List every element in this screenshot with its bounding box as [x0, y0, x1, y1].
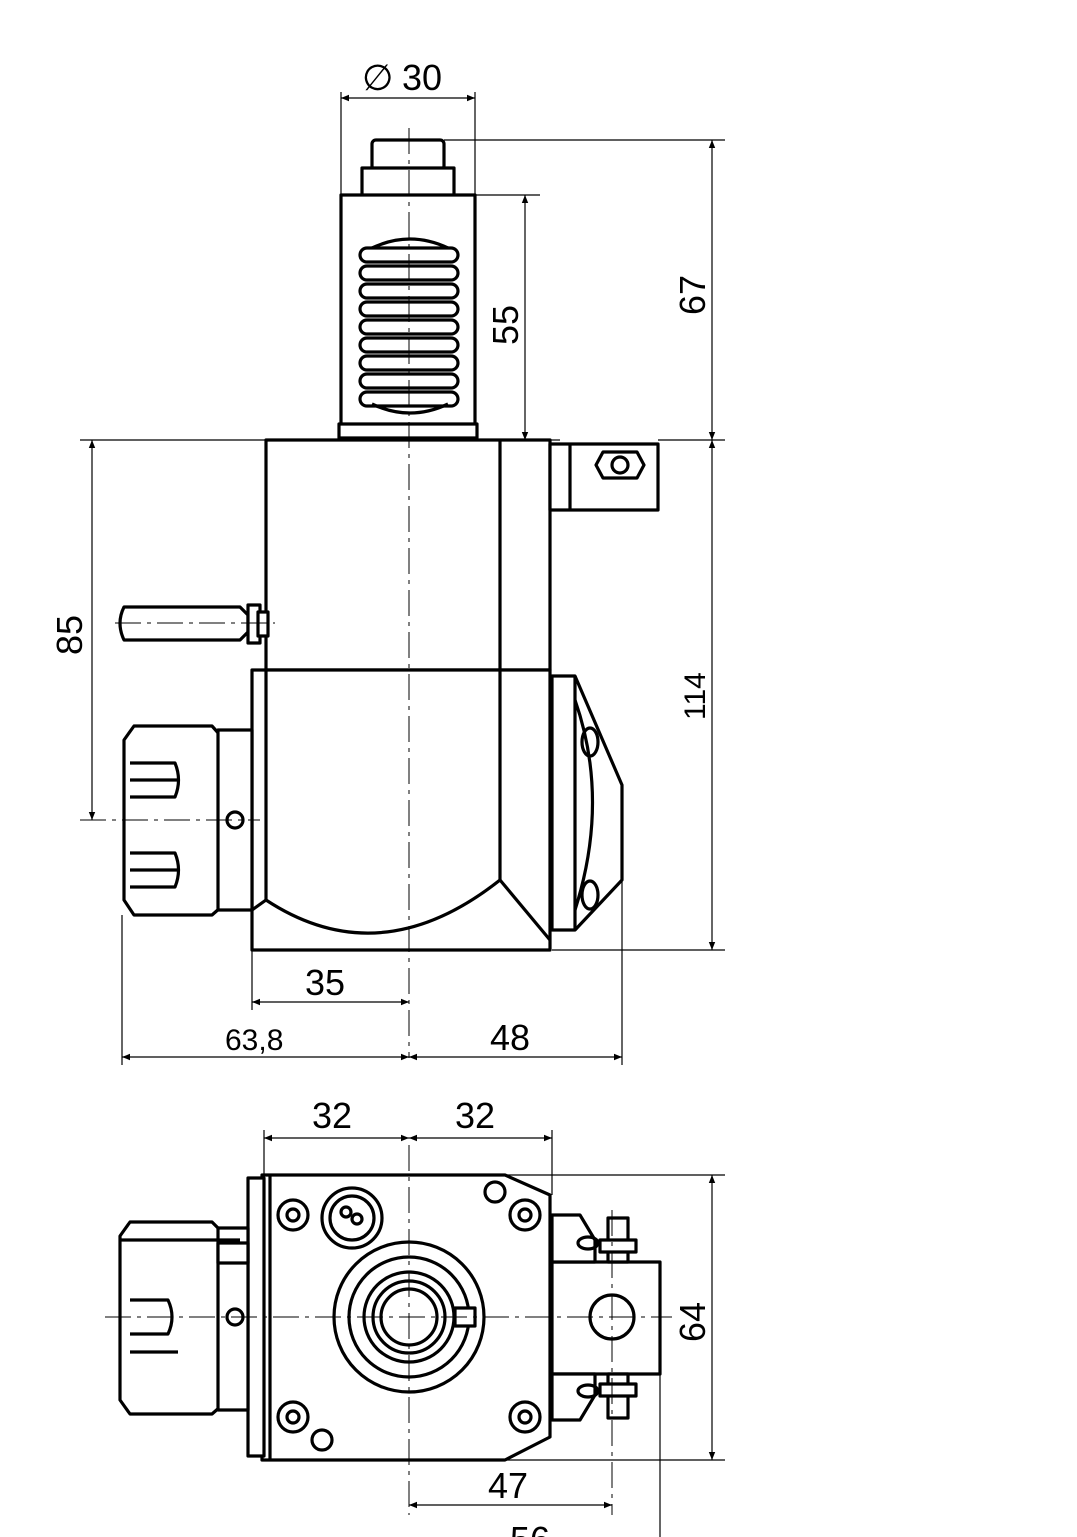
shank-knob — [370, 138, 446, 172]
top-view — [105, 1145, 672, 1515]
dim-bottom-offset-1: 47 — [488, 1465, 528, 1506]
dim-top-width: 64 — [672, 1302, 713, 1342]
front-view — [80, 128, 660, 1058]
coolant-nut — [594, 450, 646, 480]
shank-collar — [360, 166, 456, 198]
dim-top-half-left: 32 — [312, 1095, 352, 1136]
dim-bottom-offset-2: 56 — [510, 1519, 550, 1537]
shank-flange — [337, 422, 479, 440]
side-cap — [550, 674, 624, 932]
dim-top-half-right: 32 — [455, 1095, 495, 1136]
dim-right-reach: 48 — [490, 1017, 530, 1058]
dim-shank-total: 67 — [672, 275, 713, 315]
dim-height-total: 114 — [679, 672, 712, 720]
dim-collet-reach: 63,8 — [225, 1024, 283, 1057]
dim-diameter-symbol: ∅ — [362, 57, 393, 98]
dim-collet-axis-height: 85 — [49, 615, 90, 655]
side-coupler — [550, 1260, 662, 1376]
dim-shank-length: 55 — [485, 305, 526, 345]
top-dimensions: 32 32 64 47 56 — [263, 1095, 725, 1537]
housing-lower — [250, 668, 552, 952]
dim-axis-offset-left: 35 — [305, 962, 345, 1003]
dim-shank-diameter: 30 — [402, 57, 442, 98]
top-collet-nut — [118, 1220, 222, 1416]
coolant-port — [320, 1186, 384, 1250]
mounting-screws — [276, 1180, 542, 1452]
housing-upper — [264, 438, 552, 672]
front-dimensions: ∅ 30 55 67 114 85 35 63,8 48 — [49, 57, 725, 1065]
